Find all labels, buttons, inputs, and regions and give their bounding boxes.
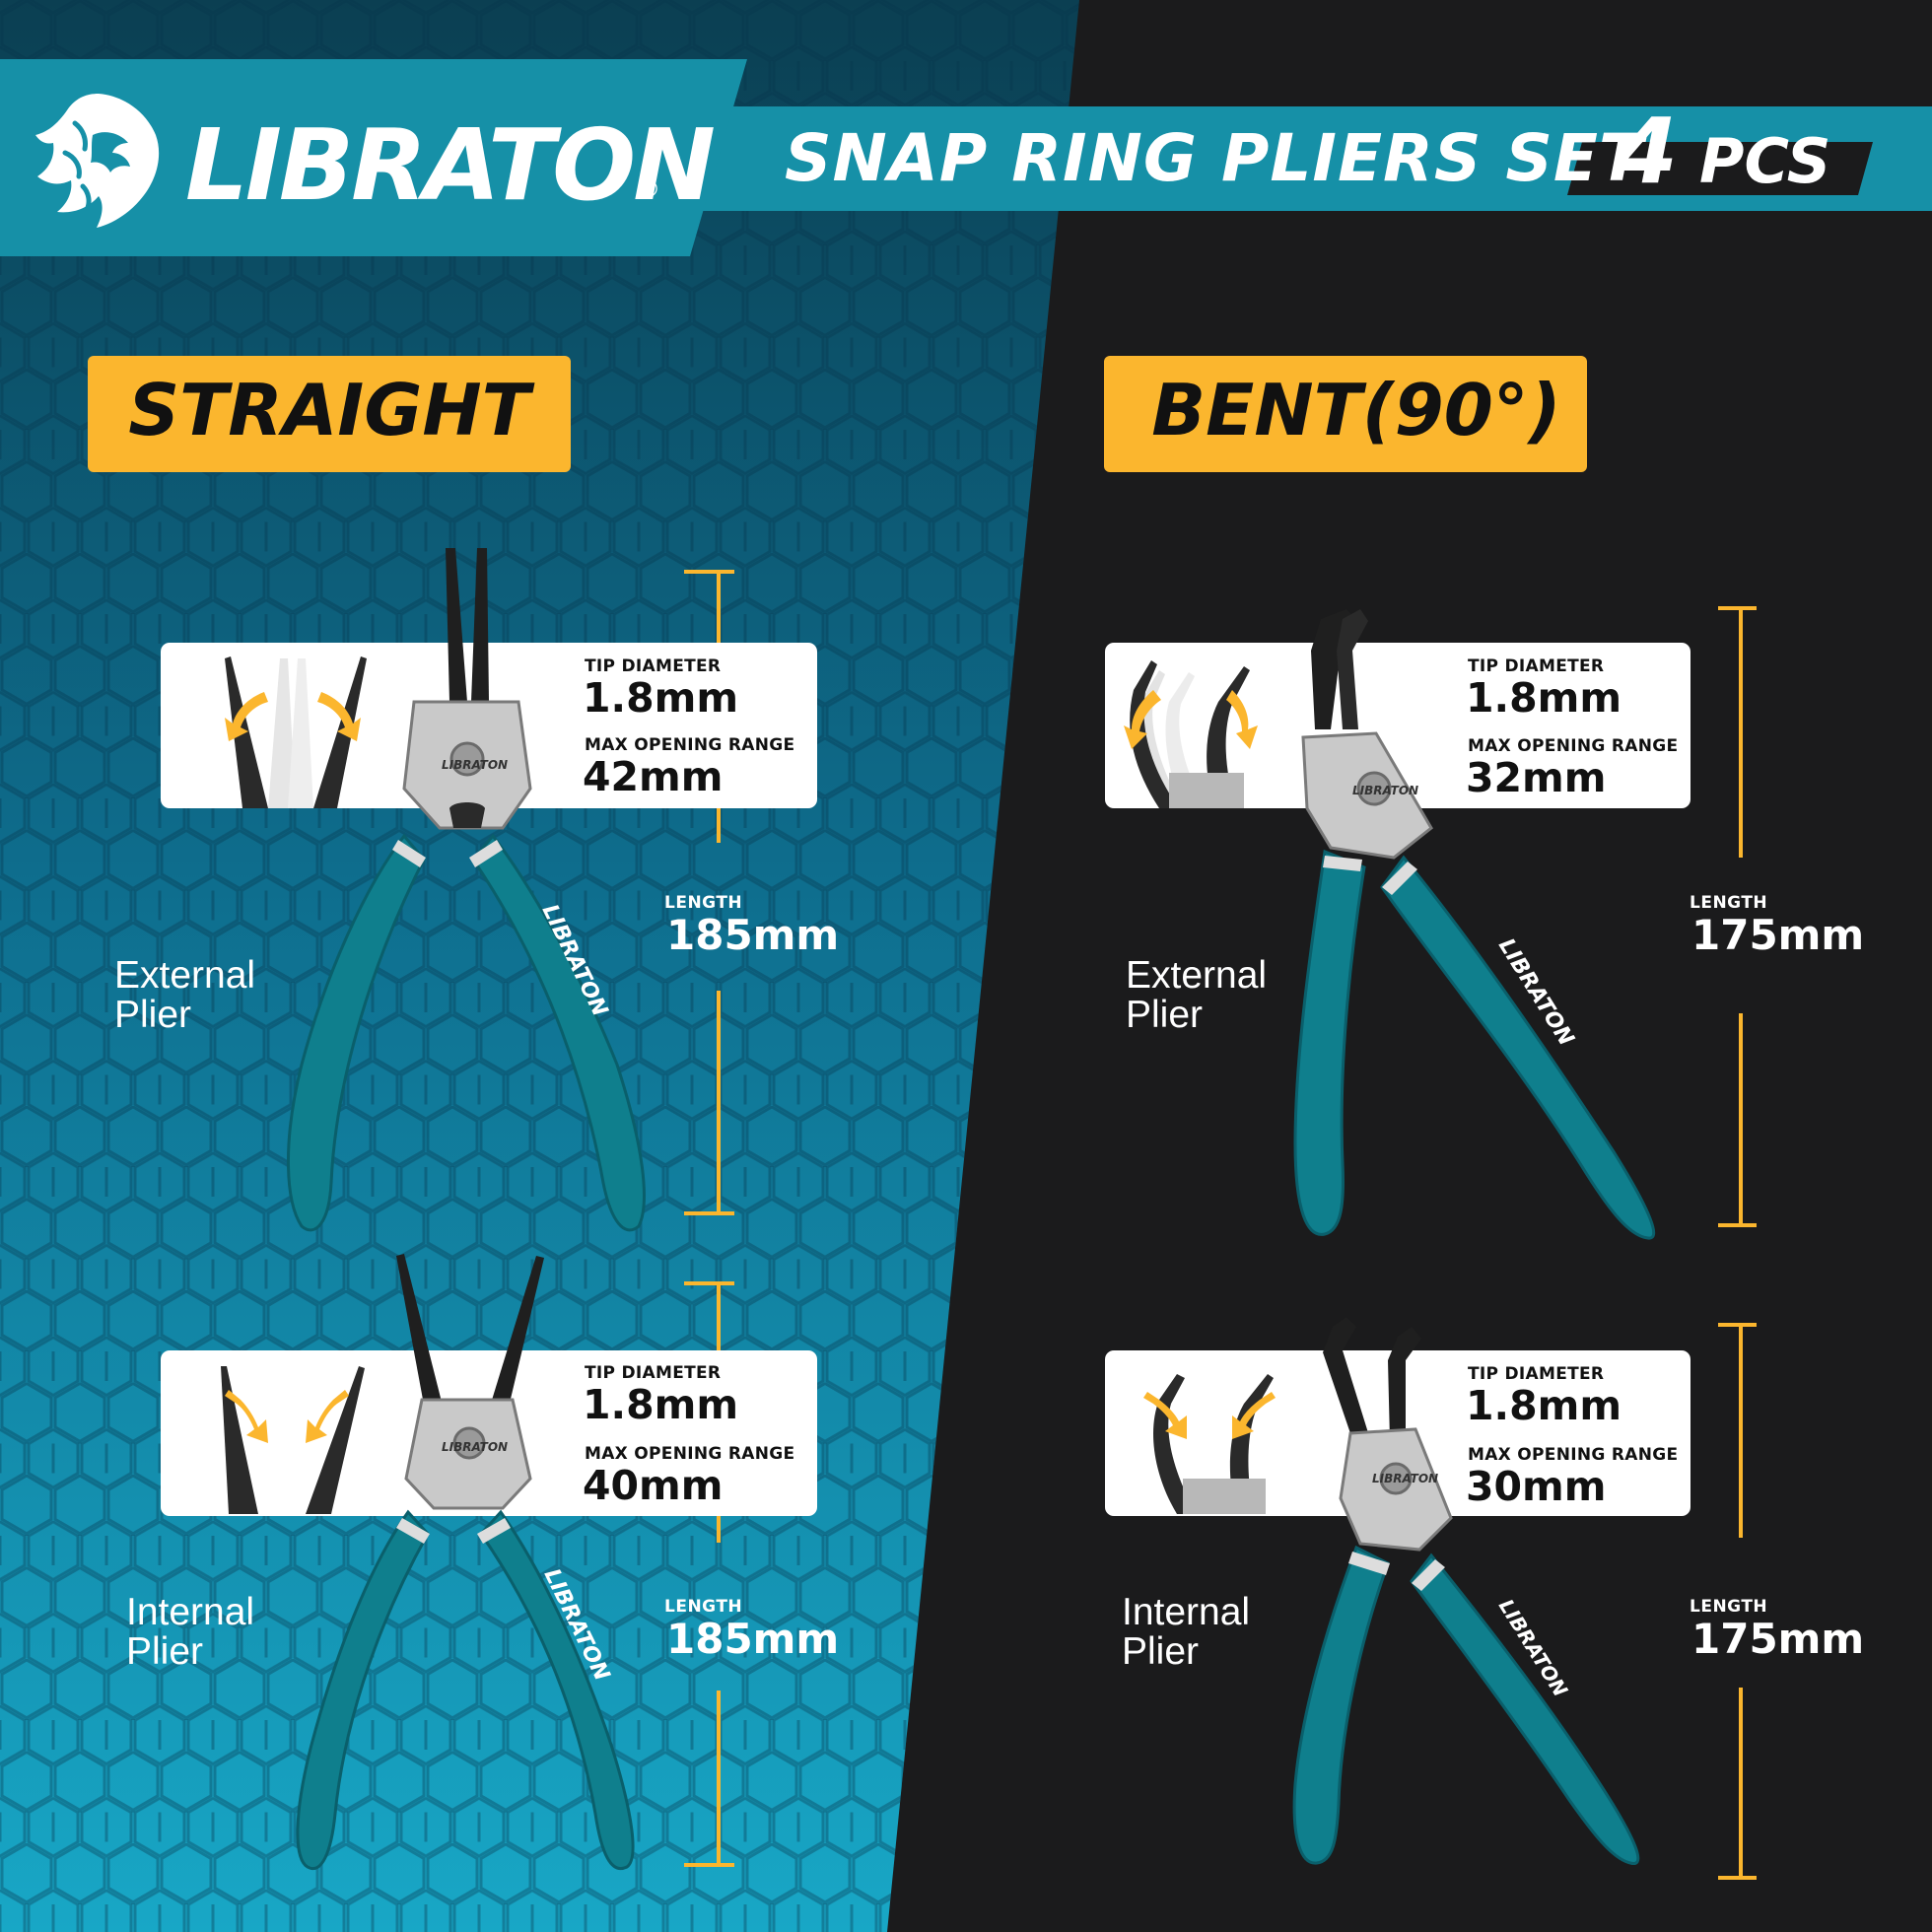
plier-type-line2: Plier: [126, 1630, 204, 1673]
product-title: SNAP RING PLIERS SET: [785, 120, 1645, 196]
tip-diameter-value: 1.8mm: [1466, 674, 1622, 722]
tip-diameter-label: TIP DIAMETER: [585, 656, 722, 676]
plier-type-line1: External: [114, 954, 256, 997]
section-label-straight: STRAIGHT: [128, 369, 530, 451]
max-opening-label: MAX OPENING RANGE: [585, 1444, 795, 1464]
tip-diameter-label: TIP DIAMETER: [585, 1363, 722, 1383]
length-label: LENGTH: [1690, 893, 1768, 913]
length-label: LENGTH: [1690, 1597, 1768, 1617]
length-value: 185mm: [666, 1615, 840, 1663]
registered-mark: ®: [637, 175, 660, 203]
section-label-bent: BENT(90°): [1151, 369, 1561, 451]
tip-diameter-value: 1.8mm: [1466, 1382, 1622, 1429]
length-value: 185mm: [666, 911, 840, 959]
bent-label-bg: [1104, 356, 1587, 472]
lion-head-icon: [35, 94, 160, 228]
tip-diameter-value: 1.8mm: [583, 674, 739, 722]
plier-type-line2: Plier: [1126, 994, 1204, 1036]
tip-diameter-value: 1.8mm: [583, 1381, 739, 1428]
max-opening-value: 42mm: [583, 753, 724, 800]
max-opening-label: MAX OPENING RANGE: [585, 735, 795, 755]
count-badge: [1567, 142, 1873, 195]
max-opening-value: 30mm: [1466, 1463, 1607, 1510]
length-label: LENGTH: [664, 1597, 743, 1617]
brand-banner: [0, 59, 747, 256]
max-opening-value: 40mm: [583, 1462, 724, 1509]
brand-name: LIBRATON: [185, 107, 716, 223]
plier-type-line1: Internal: [126, 1591, 255, 1633]
length-value: 175mm: [1691, 1615, 1865, 1663]
length-value: 175mm: [1691, 911, 1865, 959]
max-opening-label: MAX OPENING RANGE: [1468, 736, 1679, 756]
plier-type-line1: External: [1126, 954, 1268, 997]
straight-label-bg: [88, 356, 571, 472]
count-number: 4: [1615, 99, 1679, 204]
tip-diameter-label: TIP DIAMETER: [1468, 1364, 1605, 1384]
count-unit: PCS: [1699, 125, 1831, 197]
length-label: LENGTH: [664, 893, 743, 913]
plier-type-line2: Plier: [1122, 1630, 1200, 1673]
max-opening-label: MAX OPENING RANGE: [1468, 1445, 1679, 1465]
plier-type-line2: Plier: [114, 994, 192, 1036]
plier-type-line1: Internal: [1122, 1591, 1251, 1633]
max-opening-value: 32mm: [1466, 754, 1607, 801]
tip-diameter-label: TIP DIAMETER: [1468, 656, 1605, 676]
